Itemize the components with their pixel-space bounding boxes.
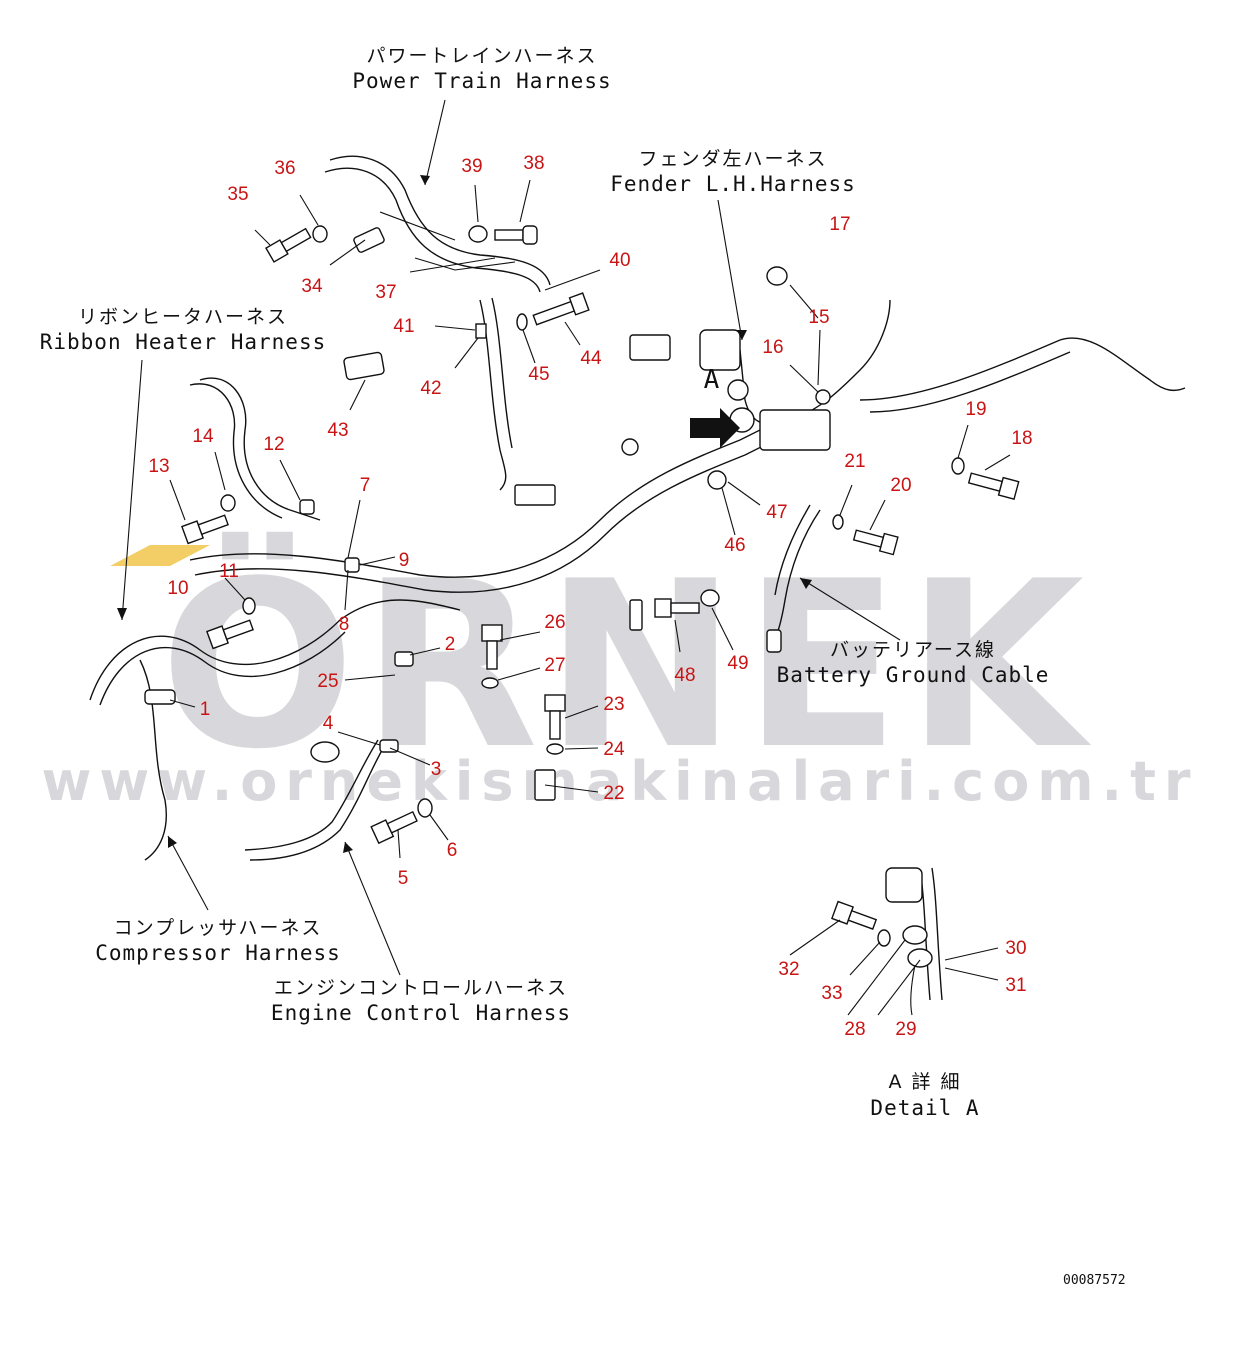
harness-labels: パワートレインハーネス Power Train Harness フェンダ左ハーネ… [40, 45, 1126, 1288]
callout-36: 36 [274, 158, 295, 179]
engine-label-en: Engine Control Harness [271, 1001, 571, 1025]
connector-1 [144, 689, 176, 705]
callout-26: 26 [544, 612, 565, 633]
watermark-url: www.ornekismakinalari.com.tr [41, 750, 1198, 813]
callout-47: 47 [766, 502, 787, 523]
callout-2: 2 [445, 634, 456, 655]
callout-34: 34 [301, 276, 323, 297]
callout-12: 12 [263, 434, 284, 455]
callout-28: 28 [844, 1019, 865, 1040]
callout-42: 42 [420, 378, 441, 399]
watermark-accent [110, 545, 210, 566]
callout-5: 5 [398, 868, 409, 889]
callout-41: 41 [393, 316, 414, 337]
ribbon-label-en: Ribbon Heater Harness [40, 330, 327, 354]
detail-label-ja: A 詳 細 [888, 1071, 961, 1093]
callout-43: 43 [327, 420, 348, 441]
callout-15: 15 [808, 307, 829, 328]
compressor-label-en: Compressor Harness [95, 941, 341, 965]
callout-14: 14 [192, 426, 214, 447]
callout-39: 39 [461, 156, 482, 177]
callout-13: 13 [148, 456, 169, 477]
ribbon-label-ja: リボンヒータハーネス [78, 306, 288, 328]
callout-22: 22 [603, 783, 624, 804]
callout-40: 40 [609, 250, 630, 271]
fasteners [181, 225, 1020, 947]
power-train-label-ja: パワートレインハーネス [366, 45, 597, 67]
callout-leaders [169, 179, 1011, 1016]
drawing-code: 00087572 [1063, 1273, 1126, 1288]
callout-11: 11 [219, 561, 239, 582]
engine-label-ja: エンジンコントロールハーネス [274, 977, 568, 999]
battery-label-en: Battery Ground Cable [777, 663, 1050, 687]
view-letter: A [704, 365, 721, 395]
harness-leaders [117, 99, 901, 976]
callout-16: 16 [762, 337, 783, 358]
callout-30: 30 [1005, 938, 1026, 959]
harness-drawing [89, 155, 1186, 861]
battery-label-ja: バッテリアース線 [830, 639, 996, 661]
callout-21: 21 [844, 451, 865, 472]
callout-48: 48 [674, 665, 695, 686]
callout-23: 23 [603, 694, 624, 715]
callout-4: 4 [323, 713, 334, 734]
callout-10: 10 [167, 578, 188, 599]
callout-18: 18 [1011, 428, 1032, 449]
callout-1: 1 [200, 699, 211, 720]
fender-label-ja: フェンダ左ハーネス [638, 148, 827, 170]
callout-37: 37 [375, 282, 396, 303]
callouts: 1 2 3 4 5 6 7 8 9 10 11 12 13 14 15 16 1… [148, 153, 1032, 1040]
callout-17: 17 [829, 214, 850, 235]
detail-label-en: Detail A [870, 1096, 979, 1120]
callout-20: 20 [890, 475, 911, 496]
callout-46: 46 [724, 535, 745, 556]
callout-38: 38 [523, 153, 544, 174]
callout-33: 33 [821, 983, 842, 1004]
callout-3: 3 [431, 759, 442, 780]
callout-9: 9 [399, 550, 410, 571]
callout-32: 32 [778, 959, 799, 980]
callout-6: 6 [447, 840, 458, 861]
callout-25: 25 [317, 671, 338, 692]
callout-8: 8 [339, 614, 350, 635]
detail-a-sketch [885, 867, 943, 1016]
callout-29: 29 [895, 1019, 916, 1040]
callout-19: 19 [965, 399, 986, 420]
callout-7: 7 [360, 475, 371, 496]
callout-35: 35 [227, 184, 248, 205]
power-train-label-en: Power Train Harness [352, 69, 611, 93]
view-arrow-icon [690, 408, 740, 448]
fender-label-en: Fender L.H.Harness [610, 172, 856, 196]
callout-45: 45 [528, 364, 549, 385]
callout-24: 24 [603, 739, 625, 760]
callout-27: 27 [544, 655, 565, 676]
callout-44: 44 [580, 348, 602, 369]
callout-49: 49 [727, 653, 748, 674]
compressor-label-ja: コンプレッサハーネス [114, 917, 323, 939]
callout-31: 31 [1005, 975, 1026, 996]
